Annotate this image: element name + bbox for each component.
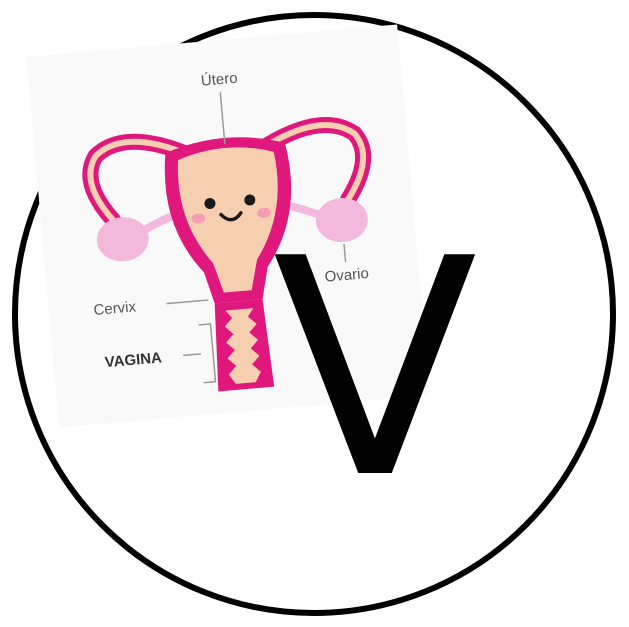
cervix-leader-line	[167, 300, 209, 304]
uterus-label: Útero	[200, 70, 238, 90]
badge-letter-v: V	[272, 195, 478, 544]
badge-letter: V	[290, 245, 460, 495]
vagina-label: VAGINA	[104, 349, 163, 371]
cervix-label: Cervix	[93, 298, 137, 319]
vagina-bracket	[199, 324, 216, 383]
left-ovary	[95, 215, 151, 263]
uterus-leader-line	[220, 92, 225, 144]
vagina-leader-line	[183, 354, 201, 356]
